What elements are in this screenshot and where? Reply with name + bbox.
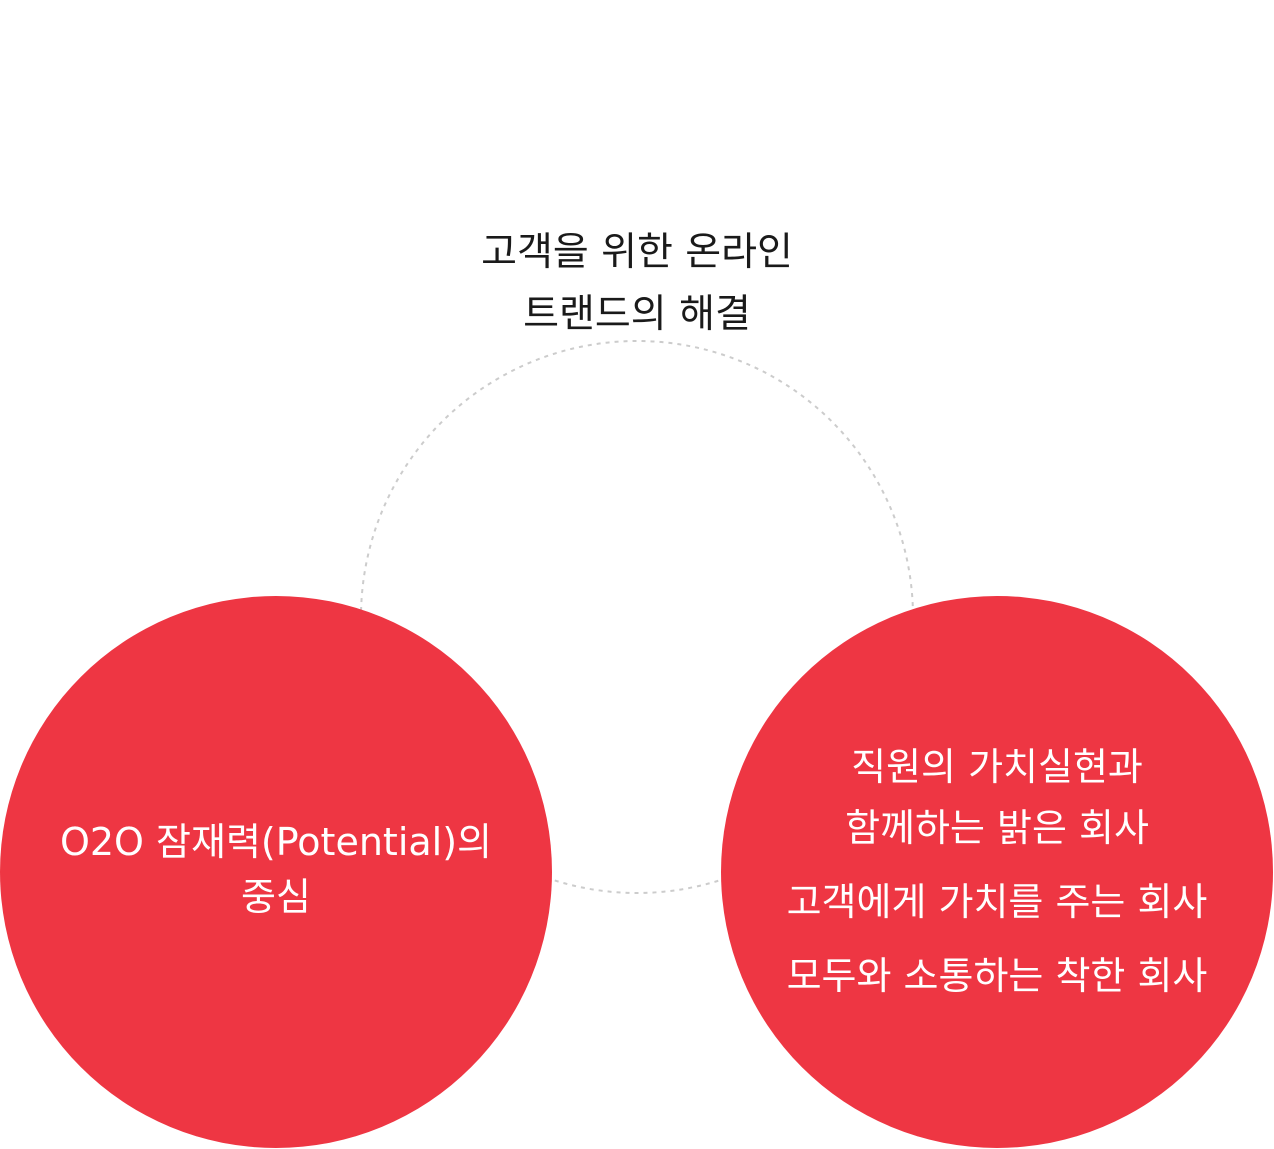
top-label-line-1: 고객을 위한 온라인: [481, 230, 793, 275]
top-label-line-2: 트랜드의 해결: [523, 292, 751, 337]
left-red-circle: [0, 596, 552, 1148]
left-circle-label: O2O 잠재력(Potential)의 중심: [20, 815, 532, 925]
left-label-line-2: 중심: [241, 875, 311, 919]
left-label-line-1: O2O 잠재력(Potential)의: [59, 820, 493, 864]
right-label-line-4: 모두와 소통하는 착한 회사: [786, 954, 1208, 998]
right-label-line-2: 함께하는 밝은 회사: [845, 806, 1149, 850]
right-circle-label: 직원의 가치실현과 함께하는 밝은 회사 고객에게 가치를 주는 회사 모두와 …: [740, 737, 1254, 1007]
right-label-line-3: 고객에게 가치를 주는 회사: [786, 880, 1208, 924]
right-label-line-1: 직원의 가치실현과: [851, 745, 1143, 789]
top-circle-label: 고객을 위한 온라인 트랜드의 해결: [437, 222, 837, 346]
right-red-circle: [721, 596, 1273, 1148]
